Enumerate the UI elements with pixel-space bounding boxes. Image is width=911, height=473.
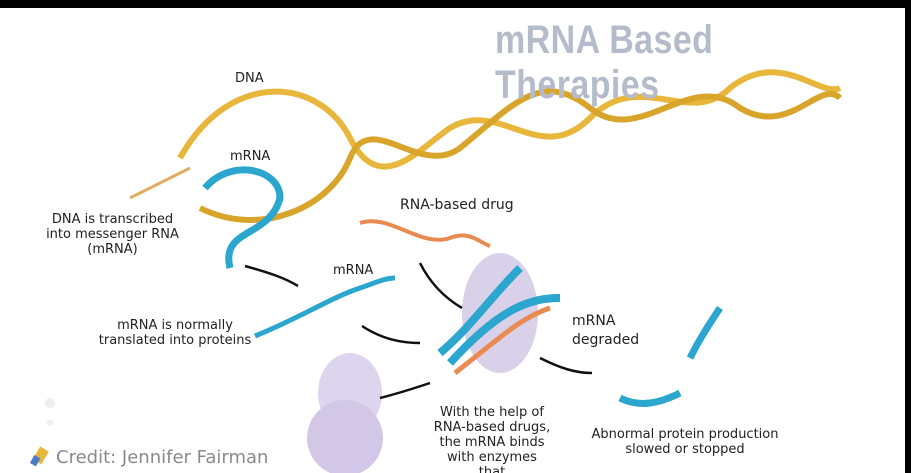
canvas: mRNA Based Therapies DNA mRNA DNA is tra… [0, 8, 905, 473]
label-translated: mRNA is normally translated into protein… [98, 318, 252, 348]
image-credit: Credit: Jennifer Fairman [56, 447, 269, 468]
label-abnormal: Abnormal protein production slowed or st… [591, 427, 779, 457]
dna-helix [129, 69, 843, 223]
arrows [244, 262, 593, 400]
label-mrna-top: mRNA [230, 149, 271, 164]
rna-drug-strand [359, 219, 491, 248]
ribosome-top [437, 253, 561, 375]
label-help: With the help of RNA-based drugs, the mR… [433, 405, 551, 473]
label-transcribed: DNA is transcribed into messenger RNA (m… [46, 212, 179, 257]
mrna-strand-top [202, 166, 284, 269]
sparkles [45, 398, 55, 426]
mrna-strand-mid [254, 275, 396, 339]
degraded-mrna [618, 306, 723, 407]
ribosome-bottom [307, 353, 383, 473]
illustration [29, 69, 843, 473]
label-rna-drug: RNA-based drug [400, 197, 514, 213]
label-dna: DNA [235, 71, 264, 86]
page-title: mRNA Based Therapies [495, 18, 714, 107]
pencil-icon [29, 446, 49, 467]
label-mrna-degraded: mRNA degraded [572, 313, 640, 348]
label-mrna-mid: mRNA [333, 263, 374, 278]
